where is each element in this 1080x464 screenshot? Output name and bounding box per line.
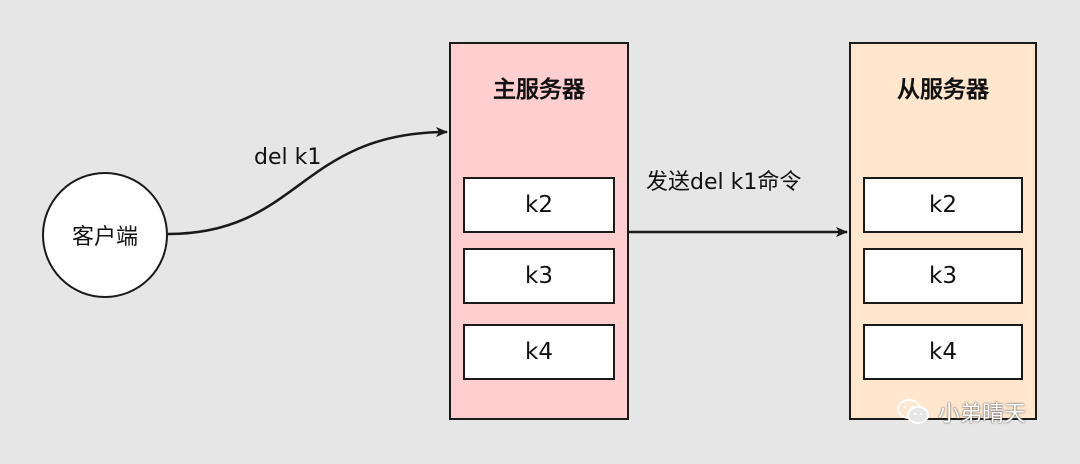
client-command-label: del k1 [254,145,322,170]
master-key-box: k4 [463,324,615,380]
master-key-box: k3 [463,248,615,304]
sync-command-label: 发送del k1命令 [646,170,802,195]
master-key-label: k3 [525,263,553,289]
slave-key-box: k3 [863,248,1023,304]
master-key-label: k4 [525,339,553,365]
slave-key-label: k2 [929,192,957,218]
master-server-title: 主服务器 [493,77,585,103]
client-node: 客户端 [42,172,168,298]
client-label: 客户端 [71,225,138,250]
master-key-box: k2 [463,177,615,233]
slave-server-title: 从服务器 [897,77,989,103]
master-server-node: 主服务器 k2 k3 k4 [449,42,629,420]
slave-server-node: 从服务器 k2 k3 k4 [849,42,1037,420]
wechat-icon [896,398,930,426]
master-key-label: k2 [525,192,553,218]
client-to-master-arrow [167,127,448,236]
slave-key-label: k3 [929,263,957,289]
slave-key-box: k2 [863,177,1023,233]
slave-key-label: k4 [929,339,957,365]
slave-key-box: k4 [863,324,1023,380]
watermark-text: 小弟晴天 [938,402,1027,427]
watermark: 小弟晴天 [896,396,1026,428]
